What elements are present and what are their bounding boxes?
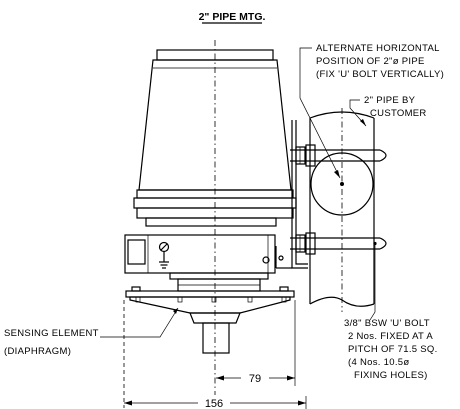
instrument-housing	[133, 40, 297, 395]
svg-text:(4 Nos. 10.5ø: (4 Nos. 10.5ø	[348, 357, 409, 368]
mounting-bracket	[275, 120, 308, 269]
dimension-156-value: 156	[205, 398, 223, 409]
svg-text:(DIAPHRAGM): (DIAPHRAGM)	[4, 346, 71, 357]
callout-alternate-position: ALTERNATE HORIZONTAL POSITION OF 2"ø PIP…	[299, 43, 444, 179]
neck-flange	[169, 272, 269, 292]
upper-u-bolt	[290, 144, 387, 167]
dimension-79-value: 79	[249, 373, 261, 385]
svg-text:PITCH OF 71.5 SQ.: PITCH OF 71.5 SQ.	[348, 344, 438, 355]
mounting-pipe	[309, 108, 375, 312]
svg-text:FIXING HOLES): FIXING HOLES)	[354, 370, 428, 381]
svg-text:ALTERNATE HORIZONTAL: ALTERNATE HORIZONTAL	[316, 43, 440, 54]
dimension-156: 156	[123, 300, 307, 409]
callout-sensing-element: SENSING ELEMENT (DIAPHRAGM)	[4, 307, 179, 357]
terminal-box	[124, 234, 276, 274]
callout-pipe-by-customer: 2" PIPE BY CUSTOMER	[349, 95, 427, 127]
ground-icon	[158, 241, 170, 269]
svg-text:SENSING ELEMENT: SENSING ELEMENT	[4, 328, 99, 339]
svg-text:2" PIPE BY: 2" PIPE BY	[364, 95, 416, 106]
dimension-79: 79	[216, 300, 296, 386]
lower-u-bolt	[290, 232, 387, 255]
drawing-title: 2" PIPE MTG.	[199, 11, 266, 23]
callout-u-bolt: 3/8" BSW 'U' BOLT 2 Nos. FIXED AT A PITC…	[344, 243, 438, 381]
diaphragm	[125, 286, 295, 354]
svg-text:POSITION OF 2"ø PIPE: POSITION OF 2"ø PIPE	[316, 56, 425, 67]
svg-text:CUSTOMER: CUSTOMER	[370, 108, 427, 119]
svg-text:3/8" BSW 'U' BOLT: 3/8" BSW 'U' BOLT	[344, 318, 430, 329]
svg-text:2 Nos. FIXED AT A: 2 Nos. FIXED AT A	[348, 331, 433, 342]
svg-text:(FIX 'U' BOLT VERTICALLY): (FIX 'U' BOLT VERTICALLY)	[316, 69, 444, 80]
